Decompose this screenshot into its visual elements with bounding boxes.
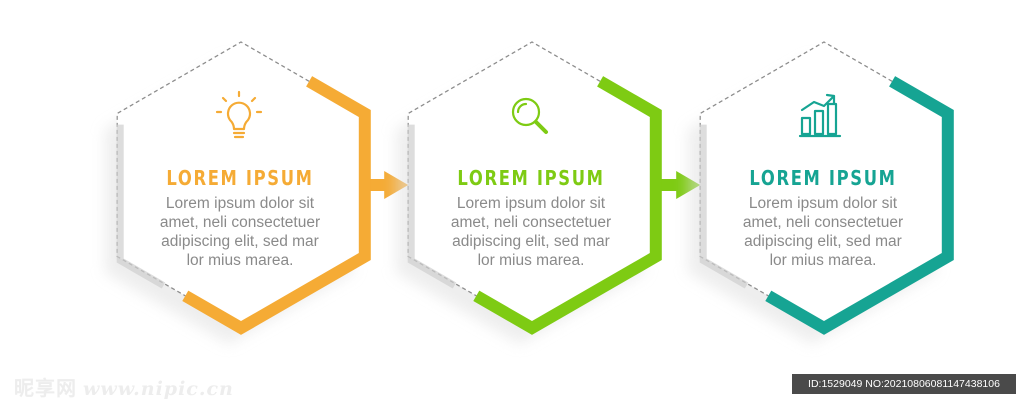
hexagon-fill (408, 42, 656, 328)
step-3-body-line: adipiscing elit, sed mar (744, 233, 902, 250)
step-1-body-line: amet, neli consectetuer (159, 214, 321, 231)
hexagon-accent-border (473, 76, 662, 335)
hexagon-accent-border (182, 76, 371, 335)
chart-bar (813, 109, 825, 136)
step-2-body-line: lor mius marea. (477, 252, 585, 269)
hexagon-accent-border (765, 76, 954, 335)
step-3-body-line: amet, neli consectetuer (742, 214, 904, 231)
step-2-body-line: adipiscing elit, sed mar (452, 233, 610, 250)
hexagon-dashed-outline (699, 41, 893, 297)
hexagon-fill (700, 42, 948, 328)
magnifier-handle (534, 120, 548, 134)
step-3-body: Lorem ipsum dolor sit amet, neli consect… (718, 194, 928, 270)
bar-chart-icon (798, 93, 842, 138)
magnifier-glint (516, 102, 528, 114)
step-3-title: LOREM IPSUM (749, 166, 897, 190)
hexagon-fill (117, 42, 365, 328)
bulb-ray (250, 96, 257, 103)
step-2-text: LOREM IPSUM Lorem ipsum dolor sit amet, … (426, 166, 636, 270)
hexagon-dashed-outline (116, 41, 310, 297)
watermark-site: 昵享网 www.nipic.cn (14, 372, 234, 401)
watermark-url: www.nipic.cn (83, 378, 234, 400)
step-1-body-line: adipiscing elit, sed mar (161, 233, 319, 250)
step-1-body: Lorem ipsum dolor sit amet, neli consect… (135, 194, 345, 270)
hexagon-inner-shadow (699, 124, 749, 289)
step-1-title: LOREM IPSUM (166, 166, 314, 190)
lightbulb-icon (215, 90, 263, 139)
watermark-site-name: 昵享网 (14, 376, 77, 400)
step-2-body-line: Lorem ipsum dolor sit (456, 195, 606, 212)
bulb-glass (226, 101, 252, 131)
hexagon-dashed-outline (407, 41, 601, 297)
step-1-body-line: lor mius marea. (186, 252, 294, 269)
hexagon-inner-shadow (407, 124, 457, 289)
step-2-body-line: amet, neli consectetuer (450, 214, 612, 231)
step-2-title: LOREM IPSUM (457, 166, 605, 190)
step-3-hexagon (688, 41, 954, 344)
hexagon-inner-shadow (116, 124, 166, 289)
magnifier-lens (511, 97, 541, 127)
chart-bar (800, 116, 812, 136)
step-2-hexagon (396, 41, 662, 344)
step-3-body-line: lor mius marea. (769, 252, 877, 269)
chart-bar (826, 102, 838, 136)
magnifier-icon (511, 97, 548, 134)
chart-trend-line (800, 94, 836, 112)
step-2-body: Lorem ipsum dolor sit amet, neli consect… (426, 194, 636, 270)
step-3-text: LOREM IPSUM Lorem ipsum dolor sit amet, … (718, 166, 928, 270)
bulb-ray (221, 96, 228, 103)
step-3-body-line: Lorem ipsum dolor sit (748, 195, 898, 212)
step-1-body-line: Lorem ipsum dolor sit (165, 195, 315, 212)
watermark-id-badge: ID:1529049 NO:20210806081147438106 (792, 374, 1016, 394)
step-1-text: LOREM IPSUM Lorem ipsum dolor sit amet, … (135, 166, 345, 270)
step-1-hexagon (105, 41, 371, 344)
chart-trend-arrowhead (825, 93, 836, 105)
